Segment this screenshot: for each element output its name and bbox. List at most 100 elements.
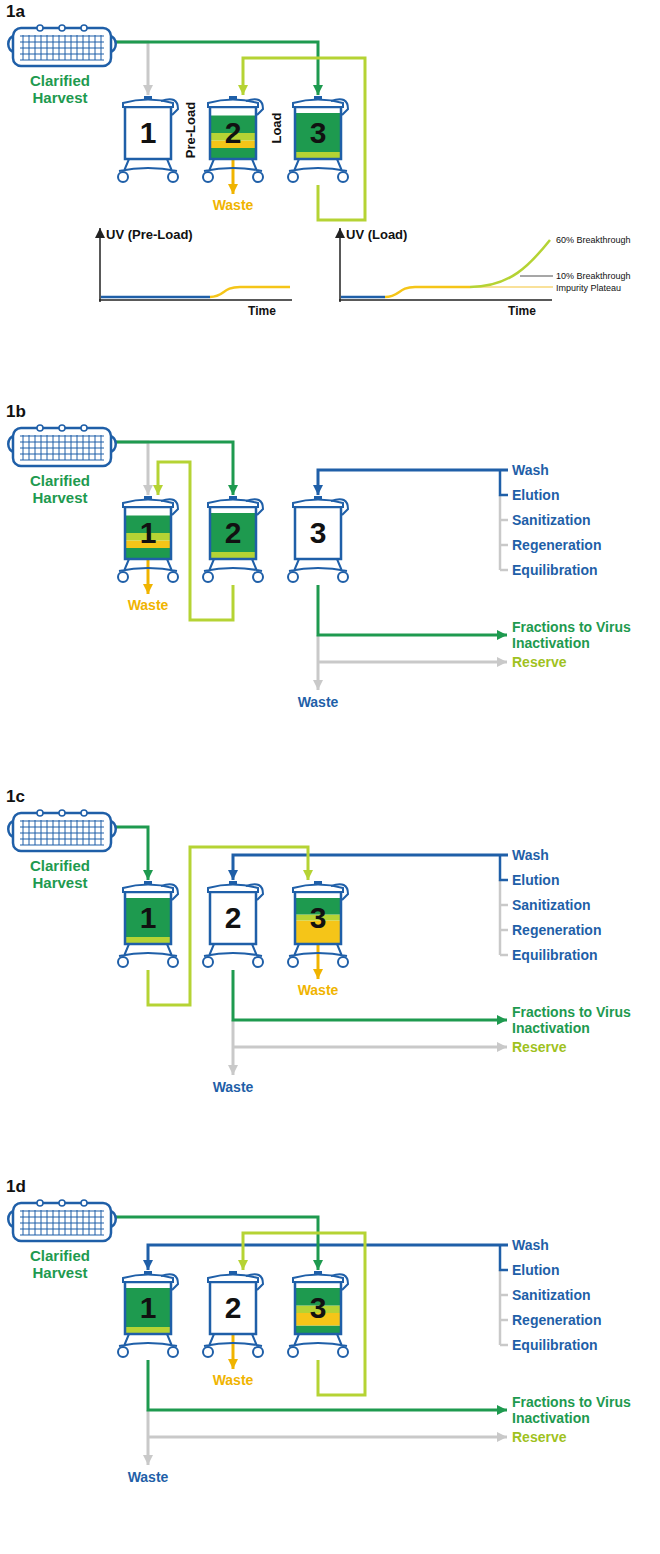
- curve-note: Impurity Plateau: [556, 283, 621, 293]
- process-step: Wash: [512, 462, 549, 478]
- elution-bracket: [500, 1245, 508, 1270]
- column-wheel: [203, 572, 213, 582]
- column-wheel: [118, 957, 128, 967]
- column-stand: [204, 944, 262, 956]
- column-number: 1: [115, 893, 181, 943]
- bag-port: [81, 25, 87, 31]
- column-wheel: [168, 957, 178, 967]
- column-wheel: [253, 1347, 263, 1357]
- column-number: 1: [115, 508, 181, 558]
- panel-label: 1a: [6, 2, 25, 22]
- column-wheel: [203, 957, 213, 967]
- flow-connector: [115, 1217, 318, 1270]
- column-stand: [289, 159, 347, 171]
- bag-icon: [5, 1197, 117, 1245]
- column-number: 1: [115, 108, 181, 158]
- waste-label: Waste: [298, 982, 339, 998]
- chromatography-column: 2: [200, 95, 266, 185]
- column-wheel: [253, 957, 263, 967]
- column-handle: [331, 499, 348, 515]
- elution-bracket: [500, 470, 508, 495]
- column-wheel: [253, 572, 263, 582]
- flow-connector: [115, 442, 148, 495]
- column-wheel: [338, 957, 348, 967]
- process-tick: [500, 569, 508, 572]
- harvest-bag: Clarified Harvest: [5, 22, 115, 106]
- time-axis: [99, 299, 292, 301]
- column-number: 1: [115, 1283, 181, 1333]
- bag-port: [59, 25, 65, 31]
- resin-band: [126, 937, 170, 943]
- bag-icon: [5, 807, 117, 855]
- column-stand: [204, 159, 262, 171]
- uv-axis: [339, 228, 341, 302]
- flow-connector: [115, 442, 233, 495]
- layout-art: [99, 160, 553, 1465]
- bag-port: [37, 25, 43, 31]
- column-stand: [119, 159, 177, 171]
- column-stand: [119, 1334, 177, 1346]
- fractions-line: [318, 585, 507, 635]
- column-wheel: [168, 1347, 178, 1357]
- fractions-line: [148, 1360, 507, 1410]
- column-wheel: [118, 172, 128, 182]
- process-step: Equilibration: [512, 562, 598, 578]
- bag-outline: [13, 28, 111, 66]
- column-handle: [246, 884, 263, 900]
- process-step: Regeneration: [512, 537, 601, 553]
- process-step: Regeneration: [512, 922, 601, 938]
- harvest-label: Clarified Harvest: [5, 72, 115, 106]
- waste-arrow: [232, 1335, 235, 1369]
- chromatography-column: 1: [115, 495, 181, 585]
- column-knob: [229, 96, 237, 100]
- waste-arrow: [317, 945, 320, 979]
- column-knob: [144, 1271, 152, 1275]
- chromatography-column: 1: [115, 1270, 181, 1360]
- bag-port: [59, 425, 65, 431]
- column-wheel: [118, 572, 128, 582]
- column-wheel: [338, 172, 348, 182]
- column-knob: [314, 1271, 322, 1275]
- chromatography-column: 2: [200, 1270, 266, 1360]
- resin-band: [296, 1326, 340, 1334]
- elution-line: [233, 855, 508, 880]
- process-tick: [500, 954, 508, 957]
- process-step: Elution: [512, 487, 559, 503]
- chromatography-column: 3: [285, 495, 351, 585]
- chromatography-column: 1: [115, 880, 181, 970]
- waste-label: Waste: [213, 197, 254, 213]
- column-wheel: [203, 172, 213, 182]
- column-handle: [246, 1274, 263, 1290]
- column-knob: [229, 496, 237, 500]
- flow-connector: [115, 42, 148, 95]
- process-tick: [500, 929, 508, 932]
- column-number: 2: [200, 1283, 266, 1333]
- chromatography-column: 2: [200, 495, 266, 585]
- bag-port: [59, 810, 65, 816]
- column-wheel: [338, 572, 348, 582]
- column-knob: [144, 496, 152, 500]
- uv-trace: [341, 296, 385, 299]
- bag-outline: [13, 813, 111, 851]
- bag-grid: [20, 1210, 104, 1235]
- waste-label: Waste: [213, 1079, 254, 1095]
- resin-band: [126, 548, 170, 558]
- process-tick: [500, 1294, 508, 1297]
- column-wheel: [203, 1347, 213, 1357]
- process-step: Elution: [512, 872, 559, 888]
- uv-trace: [470, 240, 550, 287]
- process-step: Elution: [512, 1262, 559, 1278]
- column-stand: [289, 944, 347, 956]
- process-tick: [500, 1319, 508, 1322]
- column-handle: [331, 99, 348, 115]
- column-wheel: [288, 1347, 298, 1357]
- column-wheel: [118, 1347, 128, 1357]
- column-knob: [314, 881, 322, 885]
- column-number: 3: [285, 508, 351, 558]
- fractions-label: Fractions to Virus Inactivation: [512, 1004, 654, 1036]
- process-tick: [500, 1344, 508, 1347]
- flow-connector: [243, 58, 365, 220]
- column-handle: [331, 1274, 348, 1290]
- column-number: 3: [285, 108, 351, 158]
- column-knob: [144, 881, 152, 885]
